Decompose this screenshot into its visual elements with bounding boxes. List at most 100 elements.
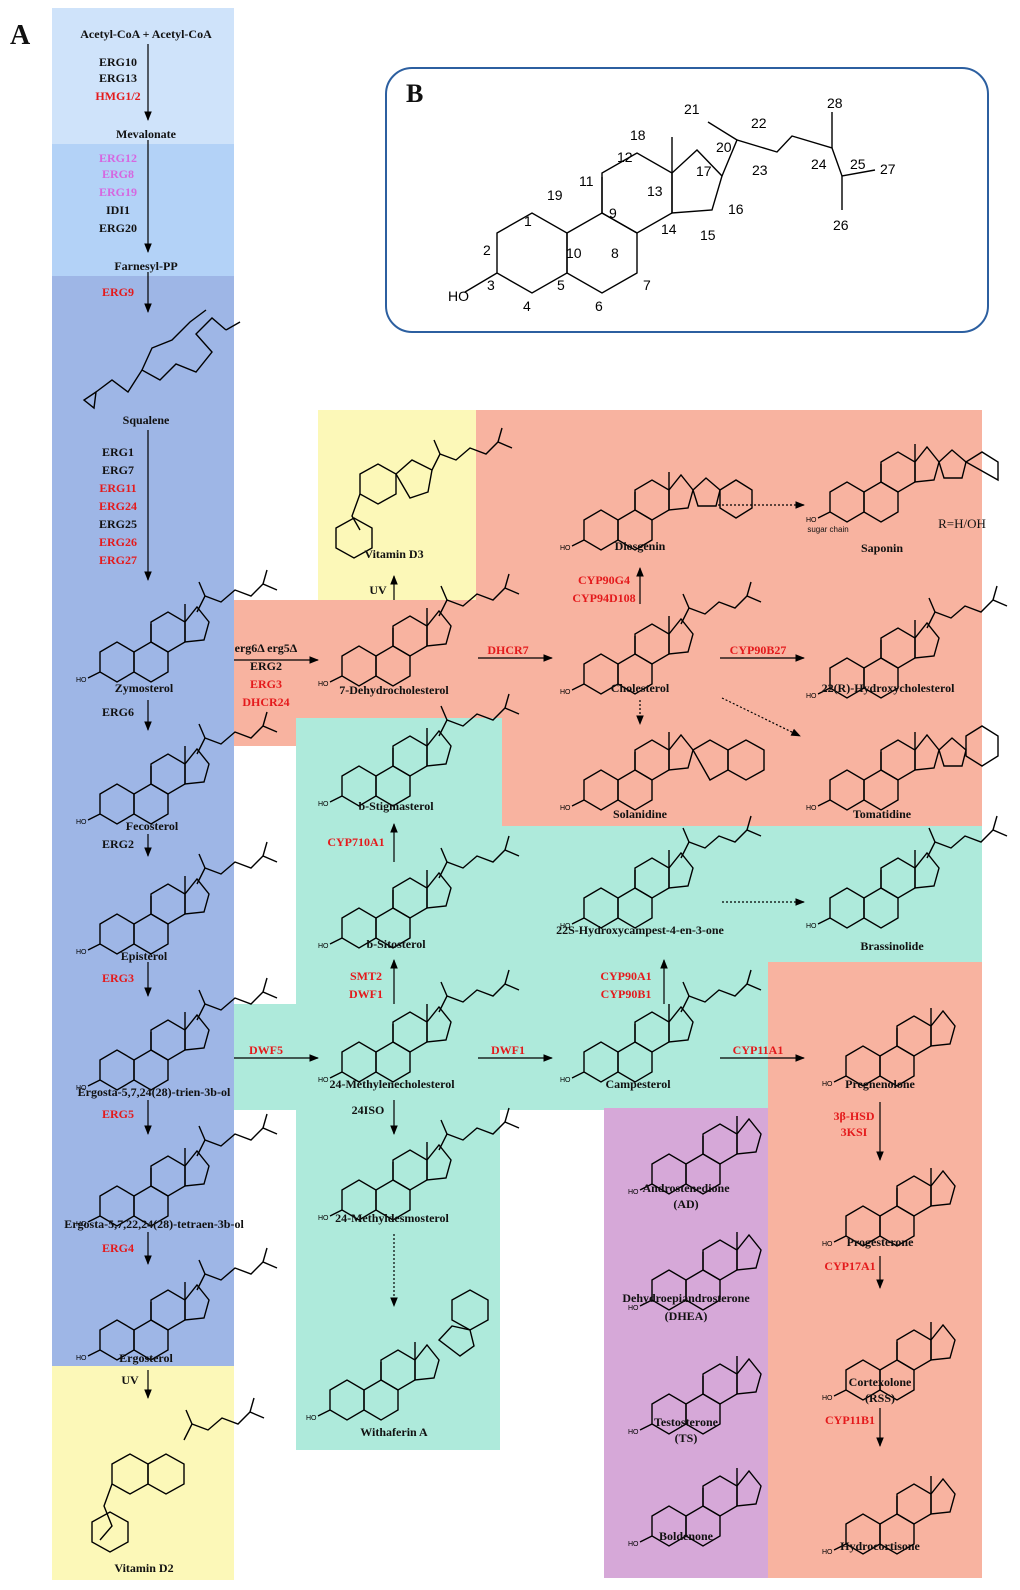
enzyme-erg10: ERG10 bbox=[99, 55, 137, 69]
compound-pregnenolone: Pregnenolone bbox=[845, 1077, 915, 1091]
enzyme-dwf5: DWF5 bbox=[249, 1043, 283, 1057]
panel-b-hydroxyl: HO bbox=[448, 288, 469, 304]
enzyme-erg1: ERG1 bbox=[102, 445, 134, 459]
compound-r-group: R=H/OH bbox=[938, 516, 986, 531]
enzyme-cyp90b1: CYP90B1 bbox=[601, 987, 652, 1001]
atom-number: 7 bbox=[643, 277, 651, 293]
compound-saponin: Saponin bbox=[861, 541, 903, 555]
compound-progesterone: Progesterone bbox=[847, 1235, 915, 1249]
atom-number: 11 bbox=[579, 173, 594, 189]
compound-withaferin-a: Withaferin A bbox=[360, 1425, 428, 1439]
atom-number: 27 bbox=[880, 161, 896, 177]
atom-number: 14 bbox=[661, 221, 677, 237]
enzyme-erg26: ERG26 bbox=[99, 535, 137, 549]
compound-cholesterol: Cholesterol bbox=[611, 681, 670, 695]
compound-22s-hydroxycampest: 22S-Hydroxycampest-4-en-3-one bbox=[556, 923, 724, 937]
enzyme-3b-hsd: 3β-HSD bbox=[834, 1109, 875, 1123]
animal-pathway-region bbox=[234, 410, 982, 826]
atom-number: 22 bbox=[751, 115, 767, 131]
compound-androstenedione: Androstenedione bbox=[642, 1181, 730, 1195]
compound-sitosterol: b-Sitosterol bbox=[366, 937, 426, 951]
enzyme-erg27: ERG27 bbox=[99, 553, 137, 567]
enzyme-cyp11b1: CYP11B1 bbox=[825, 1413, 875, 1427]
atom-number: 26 bbox=[833, 217, 849, 233]
compound-dhea: Dehydroepiandrosterone bbox=[622, 1291, 750, 1305]
enzyme-erg12: ERG12 bbox=[99, 151, 137, 165]
enzyme-cyp11a1: CYP11A1 bbox=[733, 1043, 784, 1057]
compound-mevalonate: Mevalonate bbox=[116, 127, 177, 141]
withaferin-lactone bbox=[437, 1289, 489, 1357]
enzyme-dhcr7: DHCR7 bbox=[487, 643, 528, 657]
isoprenoid-region bbox=[52, 144, 234, 276]
enzyme-erg2: ERG2 bbox=[102, 837, 134, 851]
compound-cortexolone: Cortexolone bbox=[849, 1375, 912, 1389]
panel-b-frame bbox=[385, 67, 989, 333]
atom-number: 12 bbox=[617, 149, 633, 165]
enzyme-dhcr24: DHCR24 bbox=[242, 695, 289, 709]
enzyme-erg3-side: ERG3 bbox=[250, 677, 282, 691]
atom-number: 20 bbox=[716, 139, 732, 155]
atom-number: 5 bbox=[557, 277, 565, 293]
enzyme-erg7: ERG7 bbox=[102, 463, 134, 477]
compound-episterol: Episterol bbox=[121, 949, 168, 963]
mevalonate-region bbox=[52, 8, 234, 144]
compound-sugar-chain: sugar chain bbox=[807, 525, 848, 534]
enzyme-erg9: ERG9 bbox=[102, 285, 134, 299]
enzyme-erg13: ERG13 bbox=[99, 71, 137, 85]
enzyme-erg6-erg5-deletion: erg6Δ erg5Δ bbox=[235, 641, 298, 655]
panel-b: B HO 1 2 3 4 5 6 7 8 9 10 11 12 bbox=[385, 67, 989, 333]
compound-brassinolide: Brassinolide bbox=[860, 939, 924, 953]
pathway-arrows bbox=[144, 44, 884, 1447]
atom-number: 24 bbox=[811, 156, 827, 172]
atom-number: 18 bbox=[630, 127, 646, 143]
saponin-spiro bbox=[938, 449, 999, 482]
compound-zymosterol: Zymosterol bbox=[115, 681, 174, 695]
compound-solanidine: Solanidine bbox=[613, 807, 668, 821]
enzyme-cyp90b27: CYP90B27 bbox=[730, 643, 787, 657]
compound-24-methylenecholesterol: 24-Methylenecholesterol bbox=[329, 1077, 455, 1091]
atom-number: 8 bbox=[611, 245, 619, 261]
atom-number: 9 bbox=[609, 205, 617, 221]
compound-stigmasterol: b-Stigmasterol bbox=[358, 799, 434, 813]
molecule-structures bbox=[75, 309, 1008, 1557]
panel-b-skeleton bbox=[464, 112, 876, 294]
compound-boldenone: Boldenone bbox=[659, 1529, 714, 1543]
enzyme-uv-d3: UV bbox=[369, 583, 387, 597]
compound-vitamin-d2: Vitamin D2 bbox=[114, 1561, 173, 1575]
compound-ad-abbrev: (AD) bbox=[673, 1197, 698, 1211]
compound-ergostatrien: Ergosta-5,7,24(28)-trien-3b-ol bbox=[78, 1085, 231, 1099]
enzyme-erg20: ERG20 bbox=[99, 221, 137, 235]
compound-rss: (RSS) bbox=[865, 1391, 895, 1405]
atom-number: 15 bbox=[700, 227, 716, 243]
enzyme-erg5: ERG5 bbox=[102, 1107, 134, 1121]
compound-dhea-abbrev: (DHEA) bbox=[665, 1309, 708, 1323]
compound-tomatidine: Tomatidine bbox=[853, 807, 912, 821]
atom-number: 10 bbox=[566, 245, 582, 261]
enzyme-cyp90g4: CYP90G4 bbox=[578, 573, 630, 587]
atom-number: 16 bbox=[728, 201, 744, 217]
plant-pathway-region bbox=[234, 718, 982, 1450]
enzyme-smt2: SMT2 bbox=[350, 969, 382, 983]
arrow bbox=[721, 697, 801, 737]
panel-b-label: B bbox=[406, 79, 423, 108]
atom-number: 6 bbox=[595, 298, 603, 314]
compound-labels: Acetyl-CoA + Acetyl-CoA Mevalonate Farne… bbox=[64, 27, 986, 1575]
atom-number: 1 bbox=[524, 213, 532, 229]
vitamin-d2-region bbox=[52, 1366, 234, 1580]
compound-squalene: Squalene bbox=[123, 413, 170, 427]
compound-ts-abbrev: (TS) bbox=[675, 1431, 698, 1445]
atom-number: 17 bbox=[696, 163, 712, 179]
compound-fecosterol: Fecosterol bbox=[126, 819, 179, 833]
atom-number: 4 bbox=[523, 298, 531, 314]
compound-7-dehydrocholesterol: 7-Dehydrocholesterol bbox=[339, 683, 449, 697]
vitamin-d2-structure bbox=[91, 1397, 265, 1553]
squalene-structure bbox=[82, 309, 241, 410]
atom-number: 2 bbox=[483, 242, 491, 258]
compound-farnesyl-pp: Farnesyl-PP bbox=[114, 259, 177, 273]
atom-number: 23 bbox=[752, 162, 768, 178]
enzyme-3ksi: 3KSI bbox=[841, 1125, 868, 1139]
compound-24-methyldesmosterol: 24-Methyldesmosterol bbox=[335, 1211, 449, 1225]
atom-number: 21 bbox=[684, 101, 700, 117]
enzyme-erg6: ERG6 bbox=[102, 705, 134, 719]
enzyme-erg24: ERG24 bbox=[99, 499, 137, 513]
